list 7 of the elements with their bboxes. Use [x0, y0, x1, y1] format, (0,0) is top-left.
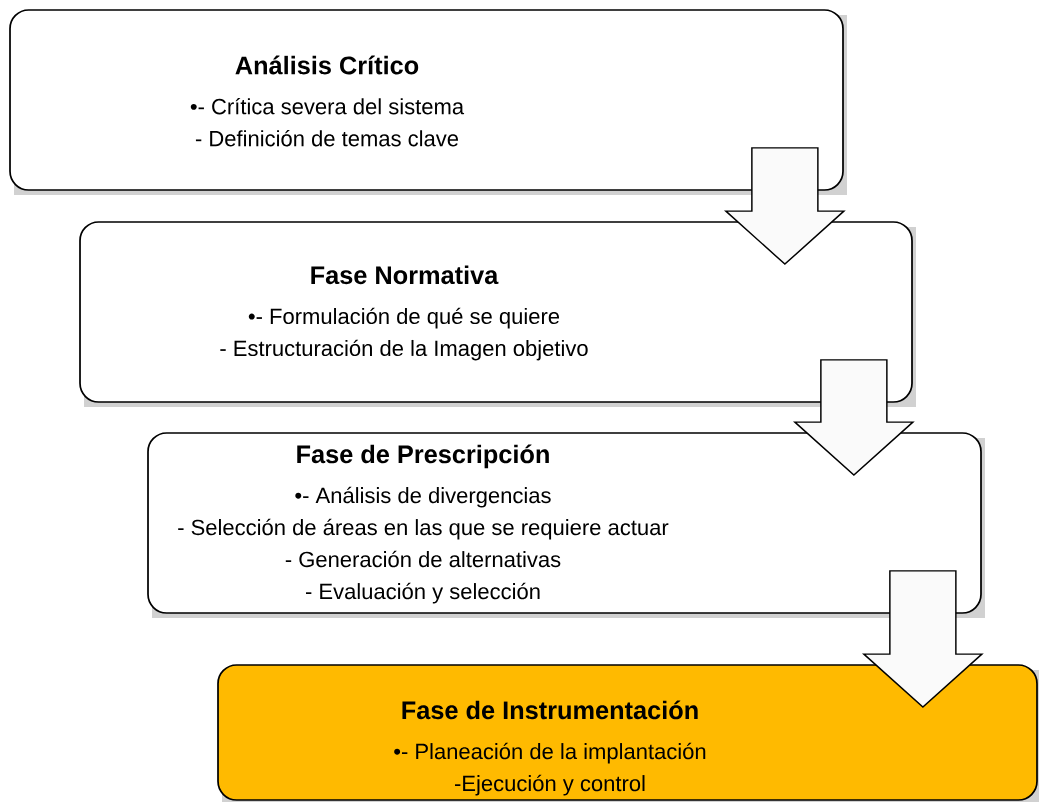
process-box: Fase Normativa •- Formulación de qué se quiere - Estructuración de la Imagen objetivo: [79, 221, 916, 407]
process-box: Fase de Instrumentación •- Planeación de la implantación -Ejecución y control: [217, 664, 1039, 802]
block-arrow: [723, 147, 846, 266]
process-box: Fase de Prescripción •- Análisis de divergencias - Selección de áreas en las que se requiere actuar - Generación de alternativas - Evaluación y selección: [147, 432, 985, 618]
process-box: Análisis Crítico •- Crítica severa del sistema - Definición de temas clave: [9, 9, 847, 195]
block-arrow: [861, 570, 984, 709]
block-arrow: [792, 359, 915, 477]
